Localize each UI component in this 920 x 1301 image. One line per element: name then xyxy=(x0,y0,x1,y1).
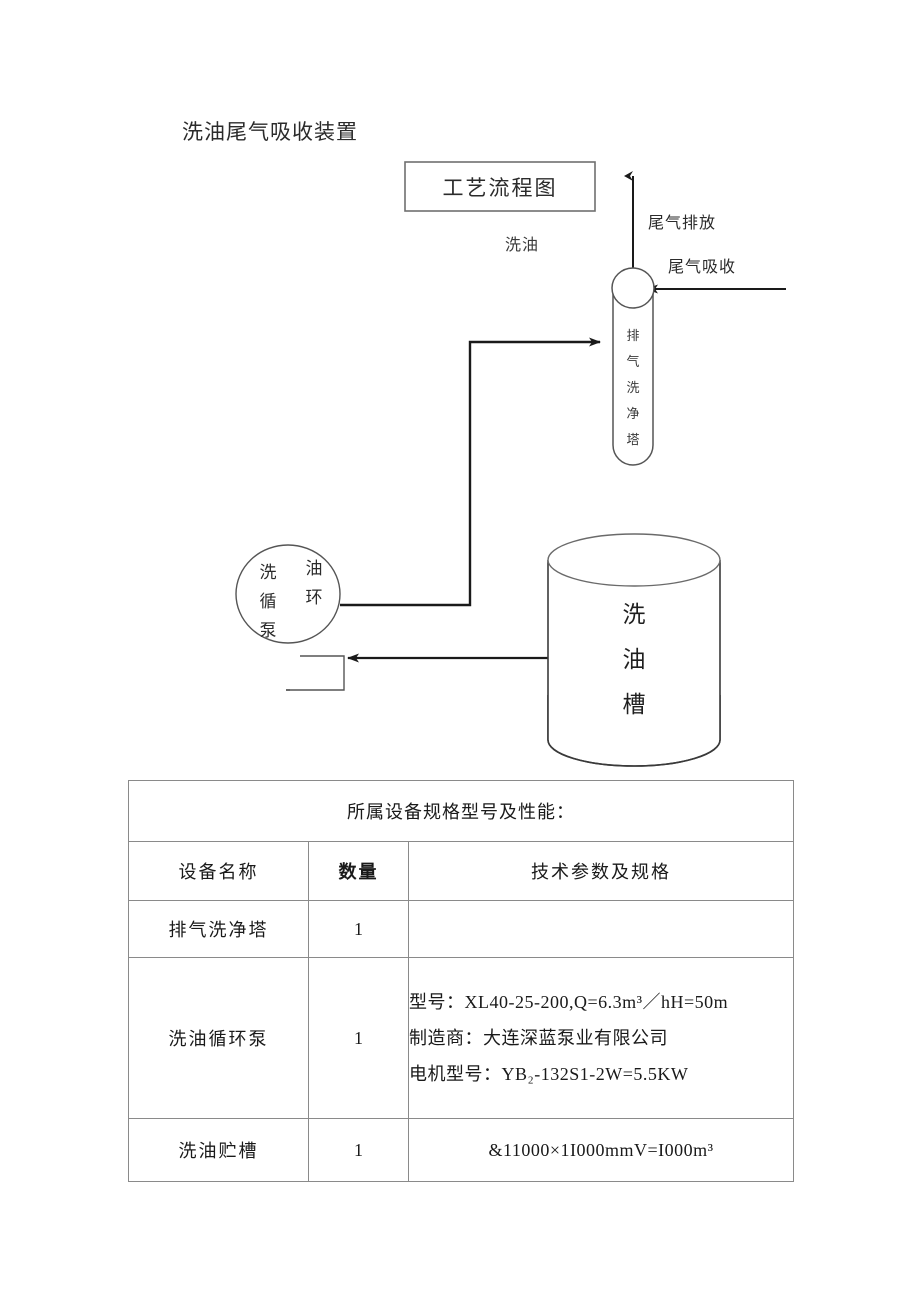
row-name-tower: 排气洗净塔 xyxy=(128,900,309,958)
table-title-row: 所属设备规格型号及性能： xyxy=(127,780,795,842)
tower-label-char: 气 xyxy=(626,354,639,369)
tower-body xyxy=(612,287,654,466)
header-cell-quantity: 数量 xyxy=(308,841,409,901)
row-qty-tower: 1 xyxy=(308,900,409,958)
pump-outlet-box xyxy=(286,655,345,691)
table-header-row: 设备名称 数量 技术参数及规格 xyxy=(128,841,795,901)
tower-label-char: 排 xyxy=(626,328,639,343)
row-qty-tank: 1 xyxy=(308,1118,409,1182)
tank-label-char: 槽 xyxy=(623,692,646,717)
tank-spec-line: &11000×1I000mmV=I000m³ xyxy=(488,1140,714,1160)
pump-label: 洗循泵 油环 xyxy=(260,559,323,640)
pump-label-right-char: 环 xyxy=(306,588,323,607)
exhaust-discharge-label: 尾气排放 xyxy=(648,214,716,232)
table-row: 洗油贮槽 1 &11000×1I000mmV=I000m³ xyxy=(128,1118,795,1182)
page-title: 洗油尾气吸收装置 xyxy=(182,120,358,144)
process-flow-diagram: 工艺流程图 洗油 尾气排放 尾气吸收 排气洗净塔 洗循泵油环 xyxy=(0,140,920,770)
tank-label: 洗油槽 xyxy=(623,602,646,717)
table-row: 排气洗净塔 1 xyxy=(128,900,795,958)
flow-chart-title-text: 工艺流程图 xyxy=(443,176,558,200)
equipment-spec-table: 所属设备规格型号及性能： 设备名称 数量 技术参数及规格 排气洗净塔 1 洗油循… xyxy=(127,780,795,1182)
table-title-cell: 所属设备规格型号及性能： xyxy=(127,780,795,842)
tank-label-char: 洗 xyxy=(623,602,646,627)
row-spec-tank: &11000×1I000mmV=I000m³ xyxy=(407,1118,795,1182)
tank-label-char: 油 xyxy=(623,647,646,672)
pump-label-left-char: 循 xyxy=(260,592,277,611)
wash-oil-caption: 洗油 xyxy=(505,236,539,254)
flow-chart-title-box xyxy=(404,161,596,212)
table-row: 洗油循环泵 1 型号：XL40-25-200,Q=6.3m³／hH=50m 制造商… xyxy=(128,957,795,1119)
tower-label-char: 洗 xyxy=(626,380,639,395)
pump-spec-line: 电机型号：YB₂-132S1-2W=5.5KW xyxy=(409,1064,689,1084)
row-spec-tower xyxy=(407,900,795,958)
pump-spec-line: 型号：XL40-25-200,Q=6.3m³／hH=50m xyxy=(409,992,729,1012)
pump-body xyxy=(235,544,341,644)
pump-to-tower-pipe xyxy=(340,337,601,607)
pump-label-left-char: 洗 xyxy=(260,563,277,582)
row-qty-pump: 1 xyxy=(308,957,409,1119)
row-name-tank: 洗油贮槽 xyxy=(128,1118,309,1182)
tower-label: 排气洗净塔 xyxy=(626,328,639,447)
tower-label-char: 净 xyxy=(626,406,639,421)
pump-label-left-char: 泵 xyxy=(260,621,277,640)
header-cell-name: 设备名称 xyxy=(128,841,309,901)
tower-top-dome xyxy=(611,267,655,309)
pump-label-right-char: 油 xyxy=(306,559,323,578)
pump-spec-line: 制造商：大连深蓝泵业有限公司 xyxy=(409,1028,668,1048)
tank-top-ellipse xyxy=(547,533,721,587)
tower-label-char: 塔 xyxy=(626,432,639,447)
header-cell-spec: 技术参数及规格 xyxy=(407,841,795,901)
exhaust-absorption-label: 尾气吸收 xyxy=(668,258,736,276)
row-name-pump: 洗油循环泵 xyxy=(128,957,309,1119)
row-spec-pump: 型号：XL40-25-200,Q=6.3m³／hH=50m 制造商：大连深蓝泵业有… xyxy=(407,957,795,1119)
